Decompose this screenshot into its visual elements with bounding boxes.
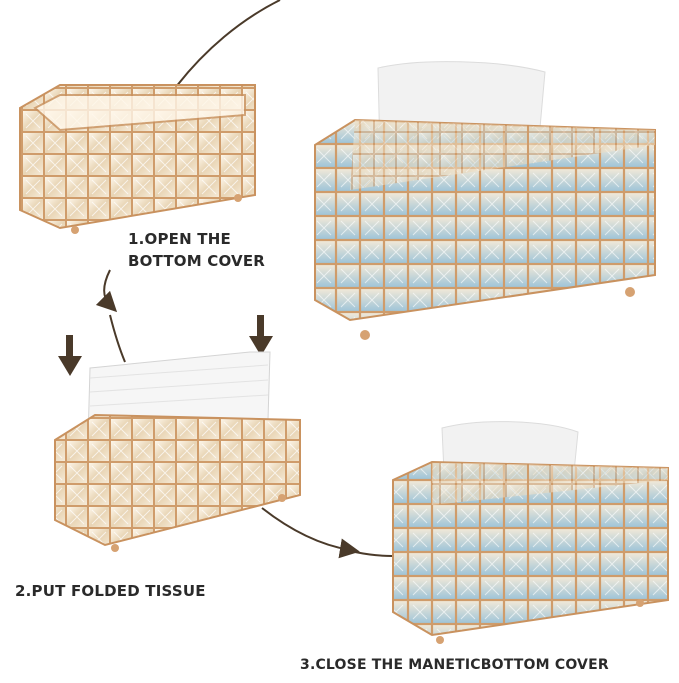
down-arrow-icon: [249, 315, 273, 356]
step-1-label: 1.OPEN THE BOTTOM COVER: [128, 228, 265, 272]
step-1-line-1: 1.OPEN THE: [128, 230, 231, 248]
tray-with-tissue-illustration: [54, 351, 301, 552]
down-arrow-icon: [58, 335, 82, 376]
step-3-line-1: 3.CLOSE THE MANETICBOTTOM COVER: [300, 657, 609, 673]
curved-flow-arrow-icon: [261, 507, 360, 559]
curved-flow-arrow-icon: [95, 269, 118, 313]
open-tray-illustration: [19, 84, 256, 234]
step-2-line-1: 2.PUT FOLDED TISSUE: [15, 582, 206, 600]
step-3-label: 3.CLOSE THE MANETICBOTTOM COVER: [300, 654, 609, 676]
step-2-label: 2.PUT FOLDED TISSUE: [15, 580, 206, 602]
tissue-box-closed-illustration: [392, 421, 669, 644]
curved-flow-arrow-icon: [354, 551, 393, 557]
step-1-line-2: BOTTOM COVER: [128, 252, 266, 270]
tissue-box-full-illustration: [314, 61, 656, 340]
curved-flow-arrow-icon: [109, 314, 126, 363]
